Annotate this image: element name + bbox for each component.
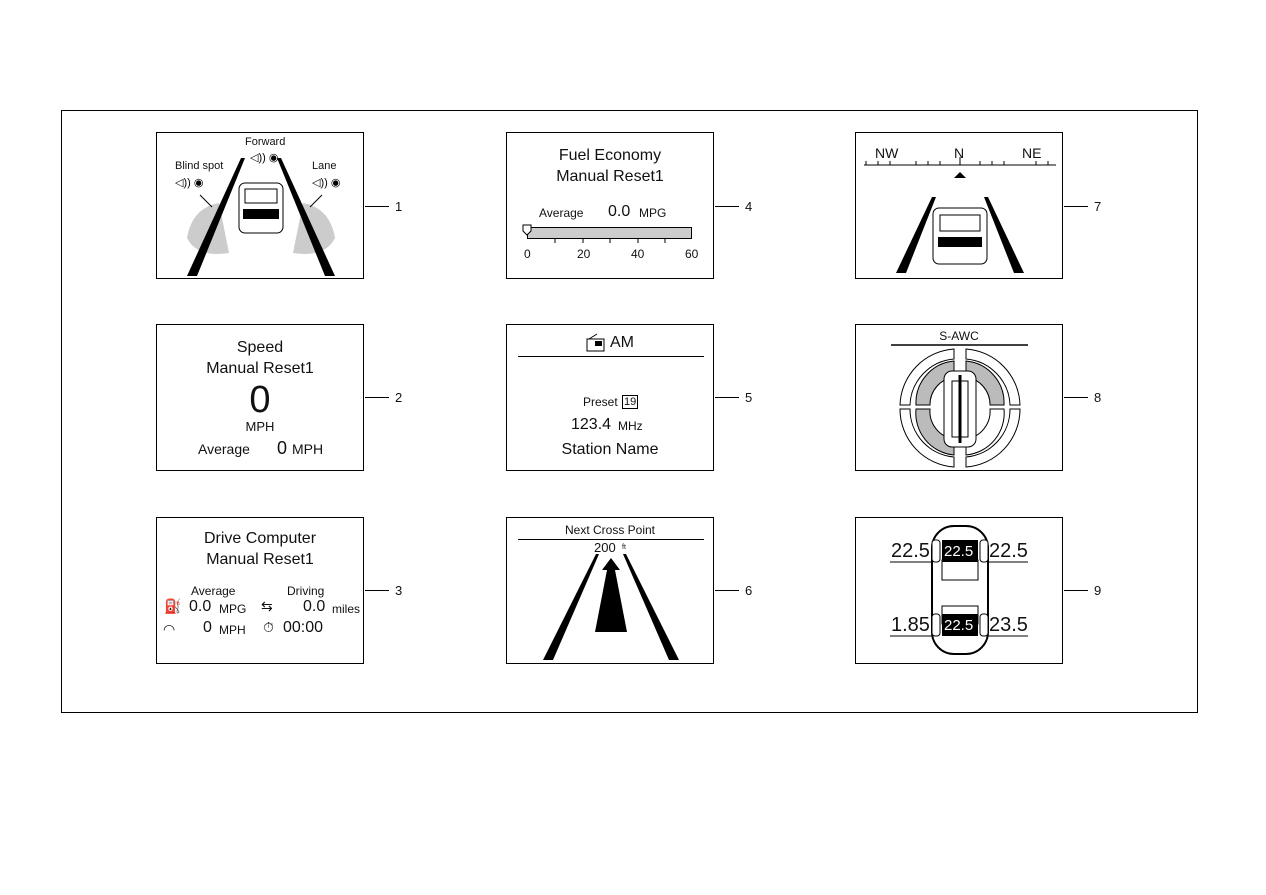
radio-divider	[518, 356, 704, 357]
forward-alert-icon: ◁)) ◉	[250, 152, 278, 164]
tick-label: 60	[685, 247, 699, 261]
column-average: Average	[191, 584, 236, 598]
speed-average-unit: MPH	[292, 441, 324, 457]
svg-text:◁)) ◉: ◁)) ◉	[175, 177, 203, 189]
drive-computer-subtitle: Manual Reset1	[206, 551, 314, 568]
station-name: Station Name	[561, 441, 659, 458]
compass-nw: NW	[875, 145, 899, 161]
callout-line	[715, 397, 739, 398]
column-driving: Driving	[287, 584, 325, 598]
average-unit: MPG	[639, 206, 667, 220]
callout-line	[715, 206, 739, 207]
drive-computer-title: Drive Computer	[203, 530, 317, 547]
compass-road-graphic	[864, 157, 1056, 273]
svg-text:◁)) ◉: ◁)) ◉	[250, 152, 278, 164]
tire-front-right: 22.5	[989, 540, 1028, 562]
panel-driver-assist: ◁)) ◉ ◁)) ◉ ◁)) ◉ Forward Blind spot Lan…	[156, 132, 364, 279]
panel-compass: NW N NE	[855, 132, 1063, 279]
panel-navigation: Next Cross Point 200 ft	[506, 517, 714, 664]
average-value: 0.0	[608, 203, 631, 220]
speed-value: 0	[249, 379, 271, 421]
forward-label: Forward	[245, 136, 286, 148]
average-label: Average	[539, 206, 584, 220]
tire-pressure-graphic	[890, 525, 1028, 655]
fuel-pump-icon: ⛽	[164, 598, 182, 614]
blind-spot-label: Blind spot	[175, 160, 224, 172]
callout-line	[365, 206, 389, 207]
s-awc-title: S-AWC	[939, 329, 979, 343]
radio-icon	[586, 333, 605, 352]
lane-label: Lane	[312, 160, 337, 172]
speed-subtitle: Manual Reset1	[206, 360, 314, 377]
drive-speed-unit: MPH	[219, 623, 246, 637]
preset-number: 19	[622, 395, 639, 409]
callout-number: 7	[1094, 199, 1102, 214]
radio-frequency: 123.4	[571, 416, 612, 433]
preset-label: Preset	[583, 395, 618, 409]
radio-band: AM	[610, 334, 634, 351]
callout-line	[365, 397, 389, 398]
distance-unit: miles	[332, 602, 361, 616]
fuel-economy-title: Fuel Economy	[558, 147, 662, 164]
speed-unit: MPH	[245, 419, 275, 434]
navigation-divider	[518, 539, 704, 540]
callout-number: 8	[1094, 390, 1102, 405]
fuel-unit: MPG	[219, 602, 247, 616]
distance-value: 0.0	[303, 598, 326, 615]
panel-fuel-economy: Fuel Economy Manual Reset1 Average 0.0 M…	[506, 132, 714, 279]
tire-front-left: 22.5	[891, 540, 930, 562]
frequency-unit: MHz	[618, 419, 643, 433]
drive-speed-value: 0	[203, 619, 212, 636]
compass-ne: NE	[1022, 145, 1042, 161]
navigation-road-graphic	[543, 554, 679, 660]
speed-average-label: Average	[198, 441, 250, 457]
tick-label: 20	[577, 247, 591, 261]
callout-line	[1064, 206, 1088, 207]
speed-title: Speed	[236, 339, 284, 356]
distance-icon: ⇆	[261, 598, 273, 614]
cross-point-unit: ft	[622, 544, 626, 551]
tire-rear-right: 23.5	[989, 614, 1028, 636]
panel-speed: Speed Manual Reset1 0 MPH Average 0 MPH	[156, 324, 364, 471]
tire-rear-left: 1.85	[891, 614, 930, 636]
panel-drive-computer: Drive Computer Manual Reset1 Average Dri…	[156, 517, 364, 664]
panel-s-awc: S-AWC	[855, 324, 1063, 471]
compass-n: N	[954, 145, 965, 161]
s-awc-graphic	[891, 344, 1028, 468]
next-cross-point-title: Next Cross Point	[564, 523, 656, 537]
callout-number: 4	[745, 199, 753, 214]
blind-spot-alert-icon: ◁)) ◉	[175, 177, 203, 189]
callout-number: 1	[395, 199, 403, 214]
tire-front-highlight: 22.5	[944, 543, 974, 560]
drive-time-value: 00:00	[283, 619, 324, 636]
callout-number: 9	[1094, 583, 1102, 598]
lane-alert-icon: ◁)) ◉	[312, 177, 340, 189]
callout-line	[1064, 590, 1088, 591]
callout-number: 3	[395, 583, 403, 598]
panel-radio: AM Preset 19 123.4 MHz Station Name	[506, 324, 714, 471]
tick-label: 0	[524, 247, 531, 261]
diagram-frame	[61, 110, 1198, 713]
fuel-economy-subtitle: Manual Reset1	[556, 168, 664, 185]
tire-rear-highlight: 22.5	[944, 617, 974, 634]
callout-number: 2	[395, 390, 403, 405]
callout-number: 5	[745, 390, 753, 405]
fuel-value: 0.0	[189, 598, 212, 615]
callout-line	[715, 590, 739, 591]
tick-label: 40	[631, 247, 645, 261]
callout-line	[365, 590, 389, 591]
callout-line	[1064, 397, 1088, 398]
driver-assist-graphic: ◁)) ◉ ◁)) ◉ ◁)) ◉	[175, 152, 340, 276]
svg-text:◁)) ◉: ◁)) ◉	[312, 177, 340, 189]
speed-average-value: 0	[277, 438, 288, 458]
fuel-gauge-ticks	[522, 224, 666, 243]
cross-point-distance: 200	[594, 540, 616, 555]
stopwatch-icon: ⏱	[263, 619, 274, 635]
callout-number: 6	[745, 583, 753, 598]
speedometer-icon: ◠	[163, 621, 176, 637]
panel-tire-pressure: 22.5 22.5 1.85 23.5 22.5 22.5	[855, 517, 1063, 664]
